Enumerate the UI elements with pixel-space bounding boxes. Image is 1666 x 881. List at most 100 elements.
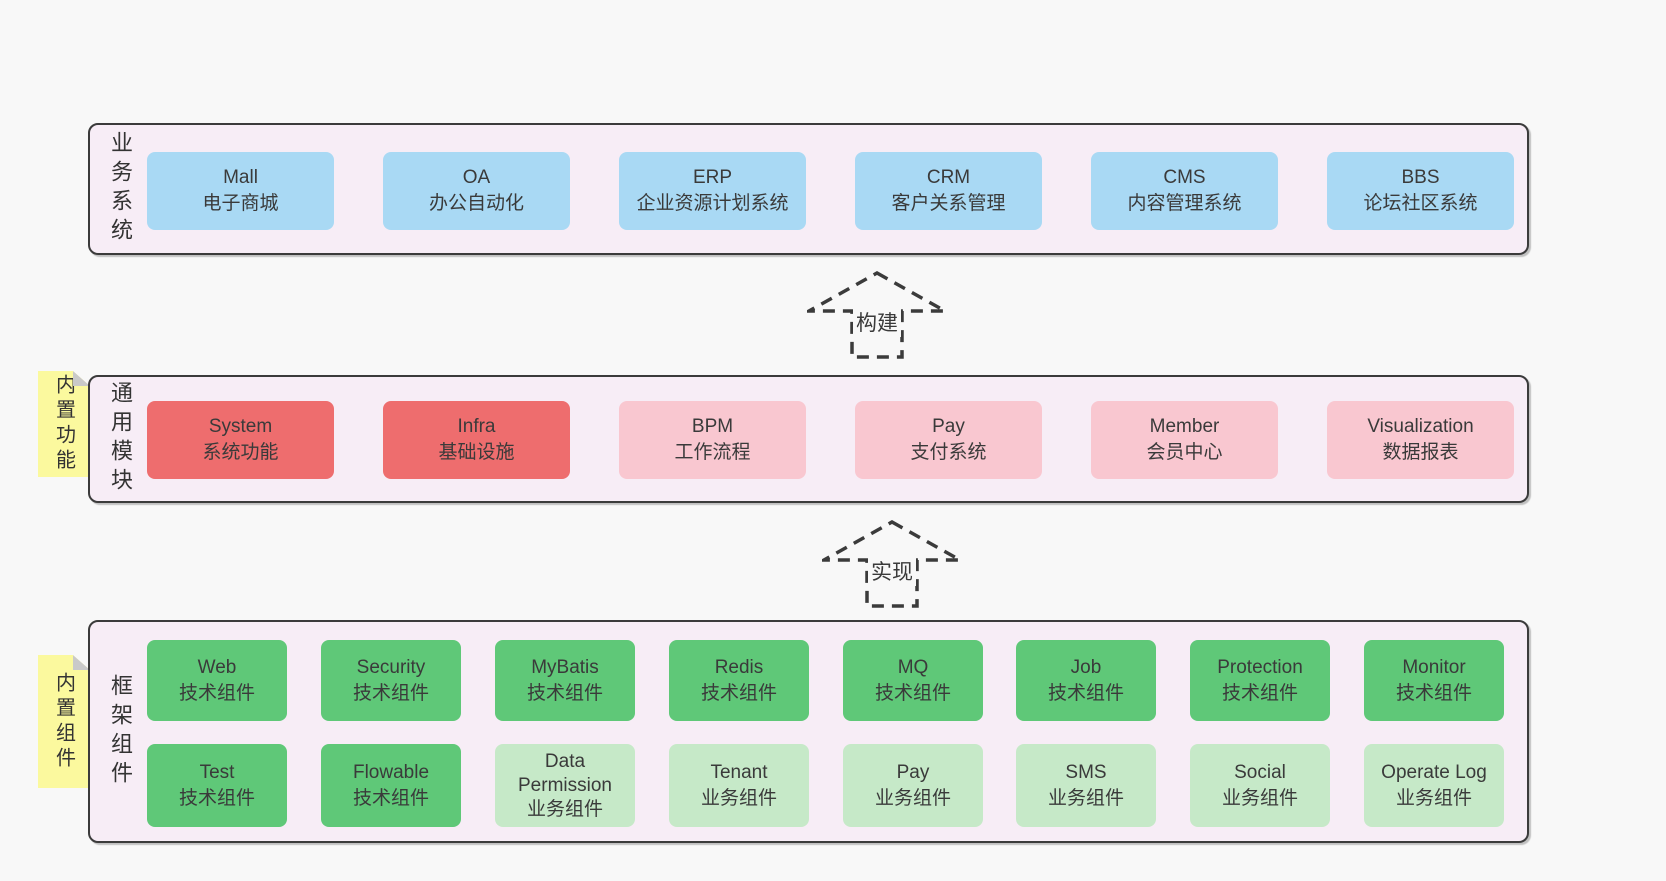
box-flowable: Flowable 技术组件 [321,744,461,827]
box-title: CMS [1163,167,1206,188]
box-subtitle: 技术组件 [1395,682,1472,704]
box-crm: CRM 客户关系管理 [855,152,1042,230]
box-title: MQ [897,656,929,678]
box-subtitle: 会员中心 [1146,442,1223,463]
box-title: Job [1070,656,1102,678]
box-bpm: BPM 工作流程 [619,401,806,479]
arrow-implement-label: 实现 [868,556,916,586]
box-subtitle: 数据报表 [1382,442,1459,463]
box-subtitle: 业务组件 [874,787,951,809]
box-mall: Mall 电子商城 [147,152,334,230]
box-subtitle: 办公自动化 [428,193,524,214]
box-erp: ERP 企业资源计划系统 [619,152,806,230]
box-subtitle: 内容管理系统 [1127,193,1242,214]
box-tenant: Tenant 业务组件 [669,744,809,827]
box-title: ERP [692,167,733,188]
box-job: Job 技术组件 [1016,640,1156,721]
band-business-systems: 业务系统 Mall 电子商城 OA 办公自动化 ERP 企业资源计划系统 CRM… [88,123,1529,255]
box-subtitle: 基础设施 [438,442,515,463]
box-redis: Redis 技术组件 [669,640,809,721]
box-title: BBS [1401,167,1440,188]
box-subtitle: 技术组件 [178,787,255,809]
band-label-common-modules: 通用模块 [108,381,133,497]
box-operate-log: Operate Log 业务组件 [1364,744,1504,827]
box-system: System 系统功能 [147,401,334,479]
box-subtitle: 技术组件 [178,682,255,704]
box-title: Mall [223,167,258,188]
box-subtitle: 论坛社区系统 [1363,193,1478,214]
box-bbs: BBS 论坛社区系统 [1327,152,1514,230]
box-title: Pay [932,416,965,437]
box-title: Security [356,656,426,678]
box-title: Monitor [1402,656,1466,678]
box-title: SMS [1065,761,1107,783]
box-subtitle: 系统功能 [202,442,279,463]
box-subtitle: 技术组件 [352,682,429,704]
box-title: Web [197,656,237,678]
box-title: Operate Log [1381,761,1487,783]
band-common-modules: 通用模块 System 系统功能 Infra 基础设施 BPM 工作流程 Pay… [88,375,1529,503]
band-framework-components: 框架组件 Web 技术组件 Security 技术组件 MyBatis 技术组件… [88,620,1529,843]
box-subtitle: 技术组件 [1221,682,1298,704]
box-mybatis: MyBatis 技术组件 [495,640,635,721]
sticky-note-built-in-features: 内置功能 [38,371,90,477]
box-data-permission: Data Permission 业务组件 [495,744,635,827]
box-subtitle: 企业资源计划系统 [636,193,789,214]
band-label-business-systems: 业务系统 [108,131,133,247]
box-social: Social 业务组件 [1190,744,1330,827]
box-subtitle: 业务组件 [1395,787,1472,809]
box-subtitle: 电子商城 [202,193,279,214]
box-subtitle: 支付系统 [910,442,987,463]
box-pay-system: Pay 支付系统 [855,401,1042,479]
box-title: Pay [896,761,930,783]
dashed-up-arrow-icon [807,271,947,359]
box-subtitle: 业务组件 [1047,787,1124,809]
box-title: Data Permission [518,750,612,796]
box-oa: OA 办公自动化 [383,152,570,230]
box-title: Infra [457,416,496,437]
box-test: Test 技术组件 [147,744,287,827]
box-title: Social [1234,761,1286,783]
box-title: Tenant [710,761,768,783]
box-member: Member 会员中心 [1091,401,1278,479]
box-sms: SMS 业务组件 [1016,744,1156,827]
box-title: OA [462,167,491,188]
box-subtitle: 客户关系管理 [891,193,1006,214]
box-title: Member [1149,416,1220,437]
box-title: BPM [691,416,734,437]
box-pay-component: Pay 业务组件 [843,744,983,827]
box-title: System [208,416,273,437]
box-subtitle: 技术组件 [874,682,951,704]
box-title: MyBatis [531,656,599,678]
box-subtitle: 技术组件 [352,787,429,809]
box-cms: CMS 内容管理系统 [1091,152,1278,230]
box-title: Protection [1217,656,1303,678]
box-security: Security 技术组件 [321,640,461,721]
arrow-build-label: 构建 [853,307,901,337]
box-title: Flowable [352,761,430,783]
box-subtitle: 业务组件 [1221,787,1298,809]
box-web: Web 技术组件 [147,640,287,721]
box-subtitle: 工作流程 [674,442,751,463]
box-subtitle: 技术组件 [700,682,777,704]
sticky-note-text: 内置功能 [52,374,75,474]
arrow-build: 构建 [807,271,947,359]
box-protection: Protection 技术组件 [1190,640,1330,721]
box-monitor: Monitor 技术组件 [1364,640,1504,721]
box-title: CRM [926,167,971,188]
sticky-note-built-in-components: 内置组件 [38,655,90,788]
box-title: Visualization [1367,416,1474,437]
dashed-up-arrow-icon [822,520,962,608]
box-mq: MQ 技术组件 [843,640,983,721]
arrow-implement: 实现 [822,520,962,608]
box-title: Test [199,761,235,783]
band-label-framework-components: 框架组件 [108,673,133,790]
box-subtitle: 业务组件 [700,787,777,809]
box-infra: Infra 基础设施 [383,401,570,479]
box-title: Redis [714,656,764,678]
box-subtitle: 技术组件 [1047,682,1124,704]
sticky-note-text: 内置组件 [52,671,75,772]
box-visualization: Visualization 数据报表 [1327,401,1514,479]
box-subtitle: 业务组件 [526,798,603,820]
